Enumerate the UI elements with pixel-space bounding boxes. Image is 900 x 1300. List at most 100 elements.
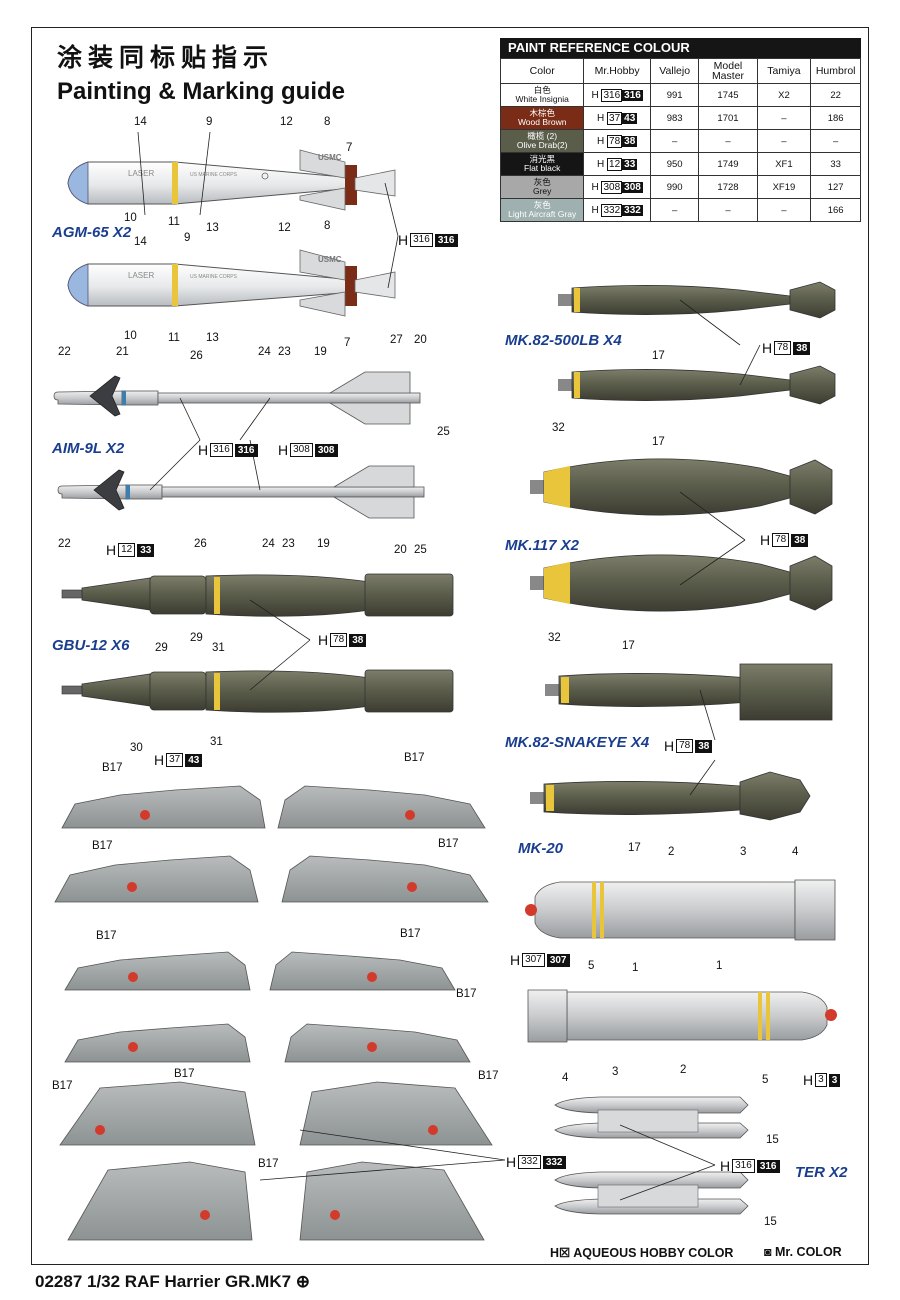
callout-h-letter: H <box>398 232 409 248</box>
part-number-mk20: 5 <box>588 960 595 972</box>
pylon-red-markings <box>95 810 438 1220</box>
agm-marine-label-1: US MARINE CORPS <box>190 172 238 178</box>
humbrol-code: 33 <box>810 152 861 176</box>
gbu12-bomb-1 <box>61 573 454 617</box>
part-number-snakeye: 17 <box>628 842 641 854</box>
part-number-ter: 15 <box>764 1216 777 1228</box>
part-number-pylon: B17 <box>258 1158 279 1170</box>
col-header-tamiya: Tamiya <box>756 58 812 84</box>
part-number-mk20: 1 <box>632 962 639 974</box>
mk82-bomb-2 <box>558 365 836 405</box>
callout-h-code: 332 <box>518 1155 541 1169</box>
part-number-gbu: 31 <box>210 736 223 748</box>
part-number-mk20: 2 <box>680 1064 687 1076</box>
part-number-agm-bottom: 13 <box>206 222 219 234</box>
callout-mr-code: 38 <box>793 341 811 355</box>
callout-mr-code: 307 <box>546 953 570 967</box>
part-number-aim-bottom: 23 <box>282 538 295 550</box>
part-number-aim-top: 21 <box>116 346 129 358</box>
agm65-missile-2 <box>67 249 396 317</box>
sheet-border <box>31 27 869 1265</box>
callout-h-letter: H <box>198 442 209 458</box>
part-number-mk20: 4 <box>562 1072 569 1084</box>
callout-h-letter: H <box>106 542 117 558</box>
callout-h-letter: H <box>803 1072 814 1088</box>
group-agm65: AGM-65 X2 <box>52 224 132 241</box>
pylon-group <box>54 785 493 1241</box>
part-number-aim-top: 25 <box>437 426 450 438</box>
callout-h-code: 78 <box>676 739 694 753</box>
callout-mr-code: 316 <box>756 1159 780 1173</box>
part-number-aim-top: 27 <box>390 334 403 346</box>
callout-mr-code: 316 <box>234 443 258 457</box>
humbrol-code: 22 <box>810 83 861 107</box>
part-number-agm2-bottom: 11 <box>168 332 180 344</box>
part-number-gbu: 31 <box>212 642 225 654</box>
group-aim9l: AIM-9L X2 <box>52 440 125 457</box>
group-gbu12: GBU-12 X6 <box>52 637 130 654</box>
part-number-aim-top: 24 <box>258 346 271 358</box>
aim9l-missile-2 <box>57 465 425 519</box>
col-header-color: Color <box>499 58 585 84</box>
ter-rack-1 <box>554 1096 749 1139</box>
callout-h-letter: H <box>510 952 521 968</box>
mk20-dispenser-1 <box>525 879 836 941</box>
agm65-missile-1 <box>67 149 396 211</box>
humbrol-code: 186 <box>810 106 861 130</box>
paint-swatch: 橄榄 (2)Olive Drab(2) <box>499 129 585 153</box>
part-number-mk82: 17 <box>652 436 665 448</box>
group-mk20: MK-20 <box>518 840 564 857</box>
modelmaster-code: – <box>698 198 758 222</box>
part-number-agm2-bottom: 10 <box>124 330 137 342</box>
part-number-agm-bottom: 11 <box>168 216 180 228</box>
mk20-dispenser-2 <box>527 989 837 1043</box>
part-number-aim-top: 23 <box>278 346 291 358</box>
col-header-humbrol: Humbrol <box>810 58 861 84</box>
callout-h-code: 78 <box>330 633 348 647</box>
part-number-agm-bottom: 10 <box>124 212 137 224</box>
part-number-mk117: 32 <box>548 632 561 644</box>
part-number-agm2-top: 14 <box>134 236 147 248</box>
part-number-aim-bottom: 25 <box>414 544 427 556</box>
modelmaster-code: 1701 <box>698 106 758 130</box>
mk117-bomb-1 <box>530 458 833 516</box>
part-number-mk20: 3 <box>740 846 747 858</box>
callout-h-code: 78 <box>772 533 790 547</box>
part-number-agm-top: 8 <box>324 116 331 128</box>
part-number-pylon: B17 <box>456 988 477 1000</box>
callout-h-code: 307 <box>522 953 545 967</box>
part-number-agm-top: 7 <box>346 142 353 154</box>
callout-h-code: 308 <box>290 443 313 457</box>
part-number-aim-bottom: 22 <box>58 538 71 550</box>
part-number-pylon: B17 <box>92 840 113 852</box>
part-number-aim-top: 20 <box>414 334 427 346</box>
callout-mr-code: 43 <box>185 753 203 767</box>
tamiya-code: – <box>756 198 812 222</box>
part-number-mk20: 4 <box>792 846 799 858</box>
callout-h-letter: H <box>762 340 773 356</box>
footer-product: 02287 1/32 RAF Harrier GR.MK7 ⊕ <box>35 1272 311 1291</box>
callout-h-code: 12 <box>118 543 136 557</box>
part-number-mk20: 1 <box>716 960 723 972</box>
agm-marine-label-2: US MARINE CORPS <box>190 274 238 280</box>
vallejo-code: – <box>649 129 700 153</box>
callout-mr-code: 308 <box>314 443 338 457</box>
part-number-agm2-bottom: 7 <box>344 337 351 349</box>
callout-h-letter: H <box>760 532 771 548</box>
part-number-agm2-top: 8 <box>324 220 331 232</box>
agm-usmc-label-1: USMC <box>318 153 342 162</box>
legend-mrcolor: ◙ Mr. COLOR <box>764 1245 842 1259</box>
part-number-aim-bottom: 19 <box>317 538 330 550</box>
